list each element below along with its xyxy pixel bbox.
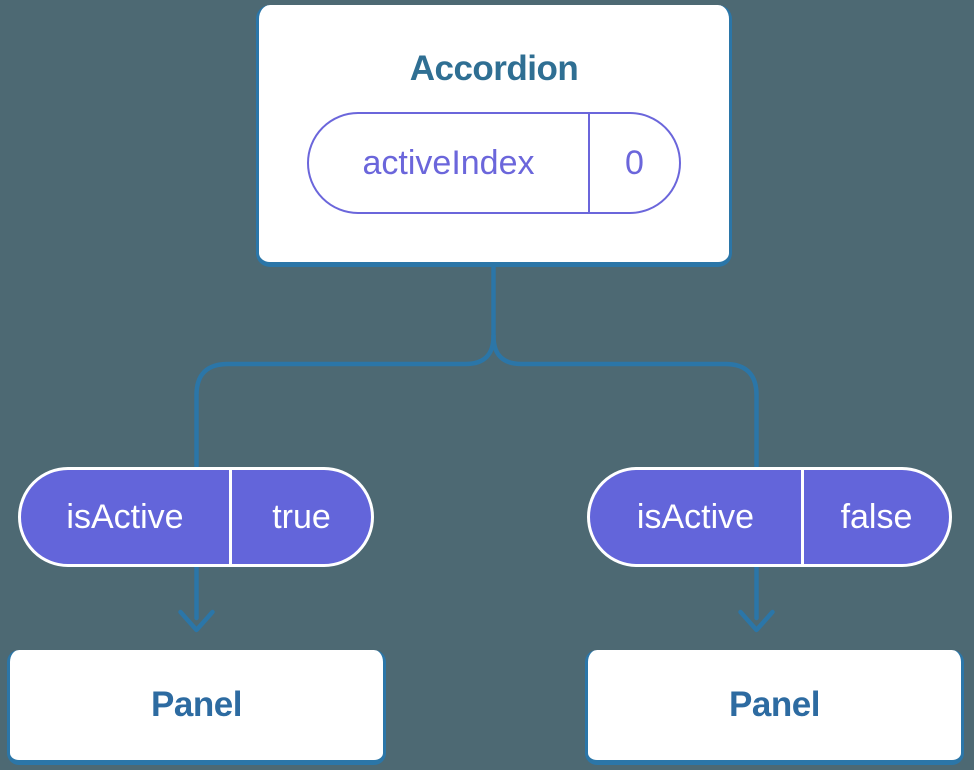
- prop-pill-divider: [229, 470, 232, 564]
- state-name: activeIndex: [362, 143, 535, 182]
- state-pill-divider: [588, 114, 590, 212]
- arrowhead-right: [738, 609, 775, 633]
- arrowhead-left: [178, 609, 215, 633]
- accordion-title: Accordion: [409, 49, 579, 88]
- branch-right-line: [491, 333, 759, 621]
- state-pill: activeIndex 0: [307, 112, 681, 214]
- panel-title: Panel: [151, 685, 242, 724]
- state-value: 0: [625, 143, 644, 182]
- panel-title: Panel: [729, 685, 820, 724]
- prop-name: isActive: [66, 497, 184, 536]
- accordion-node: Accordion activeIndex 0: [256, 5, 732, 267]
- branch-left-line: [194, 333, 496, 621]
- prop-name: isActive: [636, 497, 755, 536]
- prop-pill-divider: [801, 470, 804, 564]
- panel-node-left: Panel: [7, 650, 386, 765]
- prop-value: true: [272, 497, 331, 536]
- panel-node-right: Panel: [585, 650, 964, 765]
- prop-value: false: [840, 497, 913, 536]
- prop-pill-right: isActive false: [587, 467, 952, 567]
- prop-pill-left: isActive true: [18, 467, 374, 567]
